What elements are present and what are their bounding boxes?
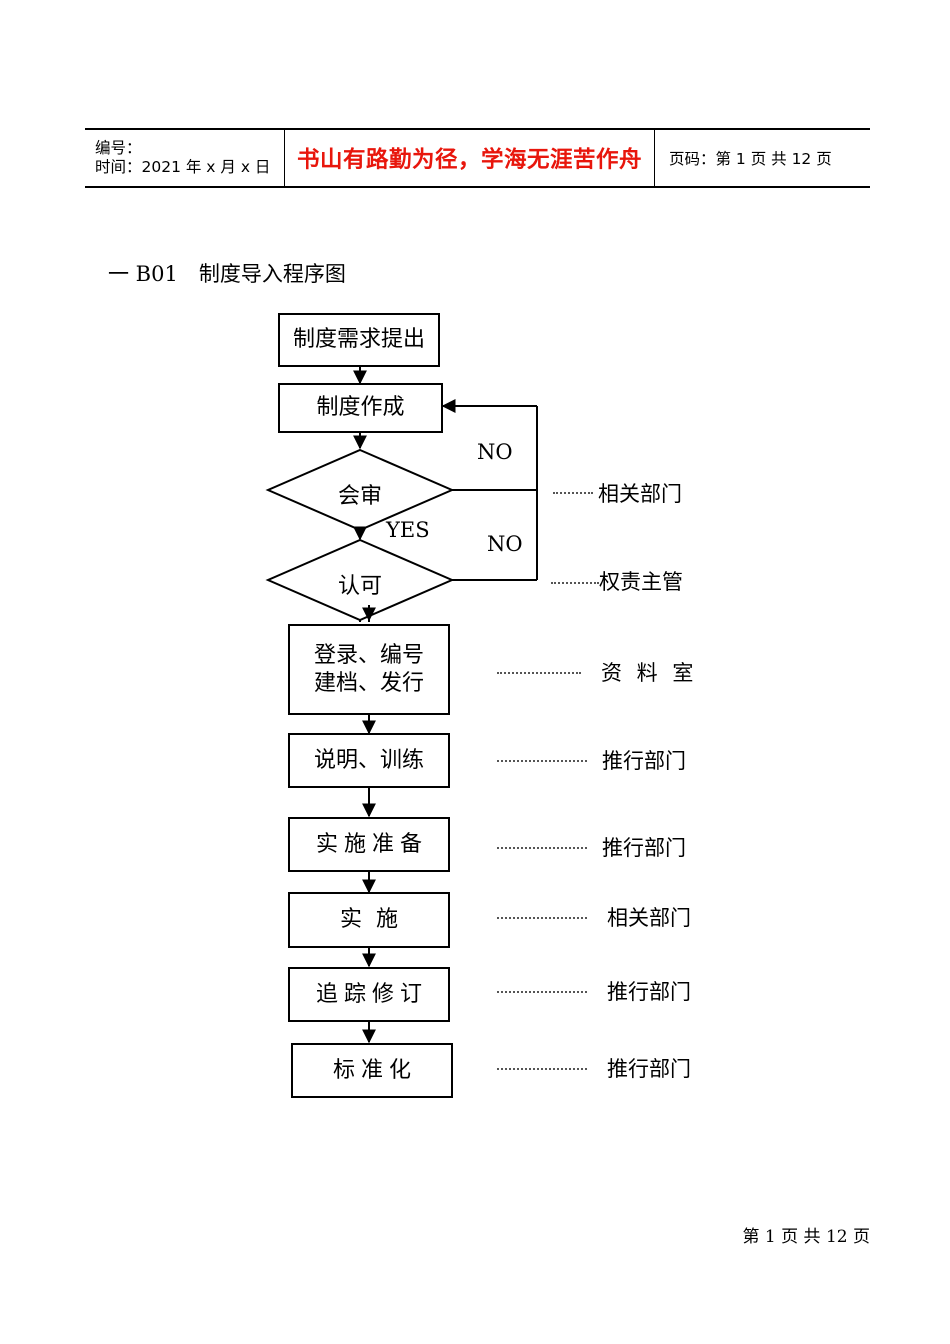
process-box-execution: 实施 bbox=[288, 892, 450, 948]
header-time-label: 时间：2021 年 x 月 x 日 bbox=[95, 158, 271, 176]
page-footer: 第 1 页 共 12 页 bbox=[742, 1227, 870, 1247]
leader-line-3 bbox=[497, 672, 581, 674]
owner-label-promotion-dept-2: 推行部门 bbox=[602, 836, 686, 860]
owner-label-promotion-dept-4: 推行部门 bbox=[607, 1057, 691, 1081]
owner-label-related-dept-1: 相关部门 bbox=[598, 482, 682, 506]
edge-label-no-top: NO bbox=[477, 440, 513, 464]
owner-label-archive-room: 资 料 室 bbox=[601, 661, 698, 685]
decision-label-renke: 认可 bbox=[337, 574, 382, 599]
header-cell-motto: 书山有路勤为径，学海无涯苦作舟 bbox=[285, 130, 655, 186]
leader-line-4 bbox=[497, 760, 587, 762]
owner-label-promotion-dept-1: 推行部门 bbox=[602, 749, 686, 773]
header-motto-text: 书山有路勤为径，学海无涯苦作舟 bbox=[296, 147, 642, 173]
leader-line-2 bbox=[551, 582, 599, 584]
leader-line-6 bbox=[497, 917, 587, 919]
document-header-table: 编号： 时间：2021 年 x 月 x 日 书山有路勤为径，学海无涯苦作舟 页码… bbox=[85, 128, 870, 188]
edge-label-yes: YES bbox=[386, 518, 430, 542]
header-page-info: 页码：第 1 页 共 12 页 bbox=[669, 150, 832, 168]
header-cell-page: 页码：第 1 页 共 12 页 bbox=[655, 130, 870, 186]
process-box-standardize: 标准化 bbox=[291, 1043, 453, 1098]
leader-line-5 bbox=[497, 847, 587, 849]
process-box-requirement: 制度需求提出 bbox=[278, 313, 440, 367]
process-box-followup: 追踪修订 bbox=[288, 967, 450, 1022]
header-code-label: 编号： bbox=[95, 139, 142, 157]
owner-label-promotion-dept-3: 推行部门 bbox=[607, 980, 691, 1004]
leader-line-1 bbox=[553, 492, 593, 494]
page-title: 一 B01 制度导入程序图 bbox=[108, 262, 346, 286]
edge-label-no-bottom: NO bbox=[487, 532, 523, 556]
header-cell-code-time: 编号： 时间：2021 年 x 月 x 日 bbox=[85, 130, 285, 186]
decision-label-huishen: 会审 bbox=[337, 484, 382, 509]
leader-line-7 bbox=[497, 991, 587, 993]
process-box-register: 登录、编号 建档、发行 bbox=[288, 624, 450, 715]
owner-label-related-dept-2: 相关部门 bbox=[607, 906, 691, 930]
process-box-training: 说明、训练 bbox=[288, 733, 450, 788]
leader-line-8 bbox=[497, 1068, 587, 1070]
process-box-draft: 制度作成 bbox=[278, 383, 443, 433]
owner-label-authority: 权责主管 bbox=[599, 570, 683, 594]
process-box-preparation: 实施准备 bbox=[288, 817, 450, 872]
